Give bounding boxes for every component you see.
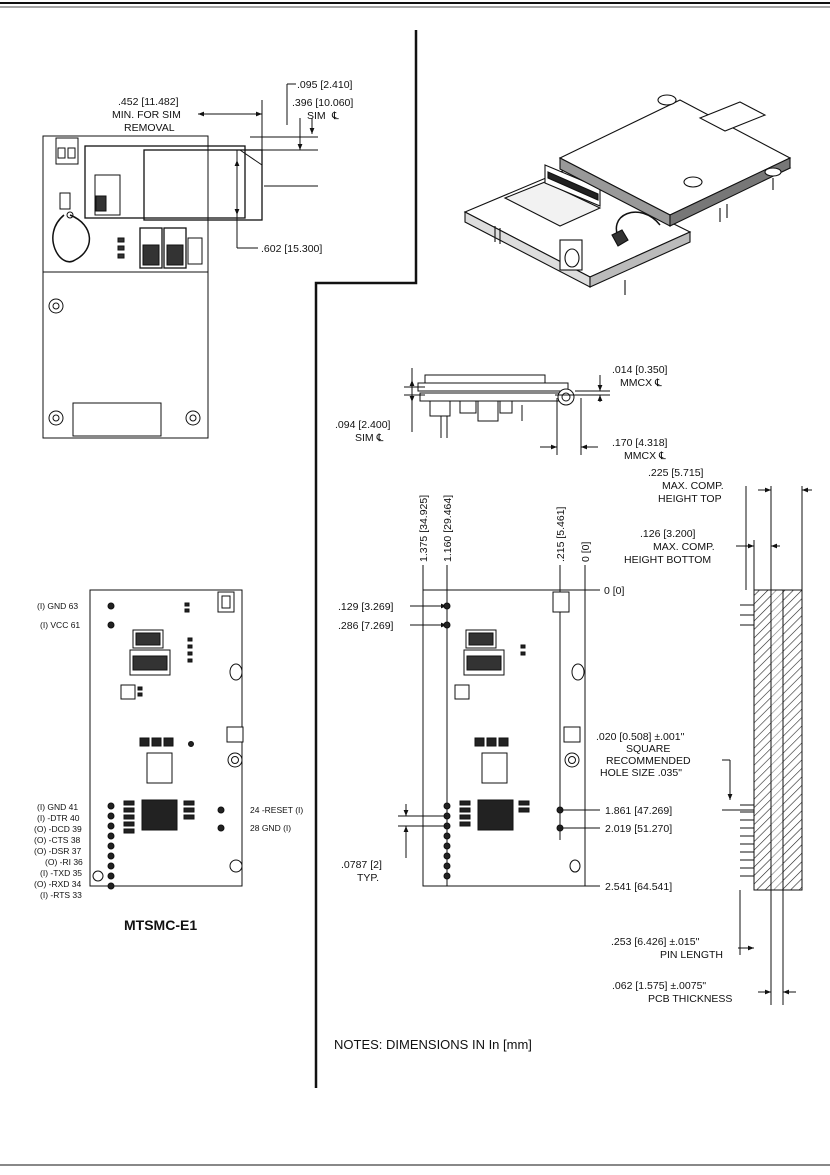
dim-0-vertical: 0 [0] <box>580 541 592 562</box>
dim-170-label: MMCX ℄ <box>624 450 666 462</box>
dim-225-l2: HEIGHT TOP <box>658 493 722 505</box>
pin-label: (O) -CTS 38 <box>34 835 81 845</box>
dimensioned-board-drawing <box>398 565 600 887</box>
dim-396-sim: SIM <box>307 110 326 122</box>
dim-0787: .0787 [2] <box>341 859 382 871</box>
dim-170: .170 [4.318] <box>612 437 668 449</box>
dim-094: .094 [2.400] <box>335 419 391 431</box>
square-pin-note-3: RECOMMENDED <box>606 755 691 767</box>
dim-1375: 1.375 [34.925] <box>418 495 430 562</box>
dim-253-l1: PIN LENGTH <box>660 949 723 961</box>
edge-view-drawing <box>722 486 812 1005</box>
square-pin-note-1: .020 [0.508] ±.001" <box>596 731 685 743</box>
square-pin-note-4: HOLE SIZE .035" <box>600 767 682 779</box>
dim-0-horizontal: 0 [0] <box>604 585 625 597</box>
pinout-title: MTSMC-E1 <box>124 917 197 933</box>
dim-2541: 2.541 [64.541] <box>605 881 672 893</box>
pin-label: (I) VCC 61 <box>40 620 80 630</box>
dim-1861: 1.861 [47.269] <box>605 805 672 817</box>
pin-label: (I) -DTR 40 <box>37 813 80 823</box>
pin-label: (O) -RI 36 <box>45 857 83 867</box>
notes-text: NOTES: DIMENSIONS IN In [mm] <box>334 1037 532 1052</box>
pin-label: (I) GND 63 <box>37 601 78 611</box>
dim-225-l1: MAX. COMP. <box>662 480 724 492</box>
dim-126: .126 [3.200] <box>640 528 696 540</box>
dim-396: .396 [10.060] <box>292 97 353 109</box>
pin-label: (I) -TXD 35 <box>40 868 82 878</box>
dim-452-removal: REMOVAL <box>124 122 175 134</box>
dim-2019: 2.019 [51.270] <box>605 823 672 835</box>
dim-094-label: SIM ℄ <box>355 432 384 444</box>
dim-452-min: MIN. FOR SIM <box>112 109 181 121</box>
dim-129: .129 [3.269] <box>338 601 394 613</box>
dim-1160: 1.160 [29.464] <box>442 495 454 562</box>
dim-602: .602 [15.300] <box>261 243 322 255</box>
pin-label-reset: 24 -RESET (I) <box>250 805 303 815</box>
dim-215: .215 [5.461] <box>555 506 567 562</box>
isometric-view-drawing <box>463 94 792 295</box>
dim-062: .062 [1.575] ±.0075" <box>612 980 706 992</box>
dim-126-l1: MAX. COMP. <box>653 541 715 553</box>
dim-014-label: MMCX ℄ <box>620 377 662 389</box>
side-view-drawing <box>404 368 610 455</box>
pin-label: (O) -DCD 39 <box>34 824 82 834</box>
section-divider <box>314 30 418 1088</box>
pin-label: (I) -RTS 33 <box>40 890 82 900</box>
dim-0787-typ: TYP. <box>357 872 379 884</box>
dim-225: .225 [5.715] <box>648 467 704 479</box>
dim-286: .286 [7.269] <box>338 620 394 632</box>
pinout-board-drawing <box>89 589 244 890</box>
dim-253: .253 [6.426] ±.015" <box>611 936 700 948</box>
top-view-drawing <box>42 83 318 439</box>
dim-014: .014 [0.350] <box>612 364 668 376</box>
pin-label-gnd-28: 28 GND (I) <box>250 823 291 833</box>
dim-126-l2: HEIGHT BOTTOM <box>624 554 711 566</box>
pin-label: (I) GND 41 <box>37 802 78 812</box>
dim-062-l1: PCB THICKNESS <box>648 993 732 1005</box>
pin-label: (O) -DSR 37 <box>34 846 82 856</box>
square-pin-note-2: SQUARE <box>626 743 670 755</box>
sim-centerline-symbol: ℄ <box>331 110 339 122</box>
dim-452: .452 [11.482] <box>118 96 179 108</box>
dim-095: .095 [2.410] <box>297 79 353 91</box>
left-pin-labels: (I) GND 63 (I) VCC 61 (I) GND 41 (I) -DT… <box>34 601 83 900</box>
pin-label: (O) -RXD 34 <box>34 879 82 889</box>
